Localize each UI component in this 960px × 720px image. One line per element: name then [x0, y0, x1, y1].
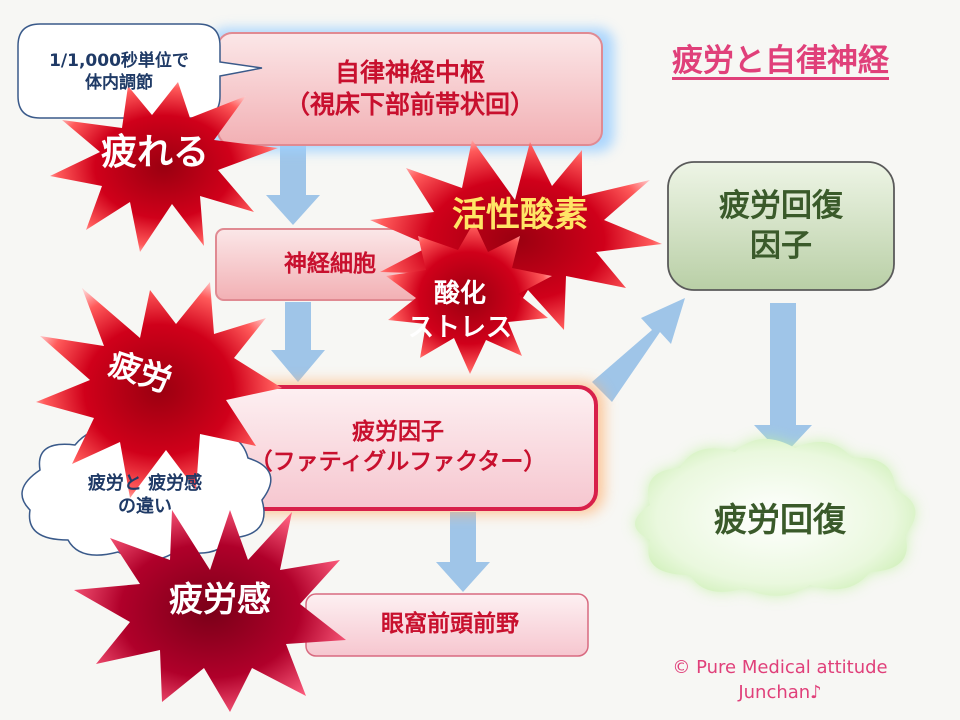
arrow-center-to-nerve [266, 145, 320, 225]
arrow-nerve-to-factor [271, 302, 325, 382]
burst-tired [50, 82, 278, 252]
speech-bubble-label: 1/1,000秒単位で 体内調節 [18, 30, 220, 114]
orbitofrontal-label: 眼窩前頭前野 [381, 611, 519, 638]
autonomic-center-line1: 自律神経中枢 [334, 57, 485, 87]
recovery-factor-line2: 因子 [750, 228, 812, 264]
fatigue-factor-label: 疲労因子 （ファティグルファクター） [200, 387, 596, 509]
diagram-title: 疲労と自律神経 [672, 42, 889, 79]
burst-oxidative-stress [386, 222, 552, 374]
arrow-factor-to-recovery-factor [592, 298, 685, 402]
fatigue-factor-line2: （ファティグルファクター） [249, 449, 547, 475]
arrow-recovery-factor-to-recovery [754, 303, 812, 456]
autonomic-center-line2: （視床下部前帯状回） [284, 90, 535, 119]
autonomic-center-label: 自律神経中枢 （視床下部前帯状回） [218, 33, 602, 145]
burst-fatigue-sense [74, 510, 346, 712]
recovery-label: 疲労回復 [714, 499, 846, 539]
recovery-factor-line1: 疲労回復 [719, 187, 843, 224]
arrow-factor-to-ofc [436, 512, 490, 592]
nerve-cells-label: 神経細胞 [284, 250, 376, 277]
credit-line1: © Pure Medical attitude [672, 657, 888, 678]
burst-oxidative-stress-label: 酸化 ストレス [385, 272, 535, 352]
fatigue-factor-line1: 疲労因子 [352, 419, 444, 446]
burst-fatigue [36, 282, 282, 498]
burst-active-oxygen-label: 活性酸素 [452, 194, 588, 235]
recovery-cloud [635, 438, 916, 596]
thought-cloud-label: 疲労と 疲労感 の違い [40, 458, 250, 532]
cloud-line2: の違い [118, 496, 172, 517]
burst-tired-label: 疲れる [100, 131, 209, 173]
recovery-factor-label: 疲労回復 因子 [668, 162, 894, 290]
speech-line1: 1/1,000秒単位で [49, 50, 189, 71]
burst-fatigue-sense-label: 疲労感 [169, 579, 271, 620]
oxidative-stress-line1: 酸化 [433, 279, 486, 310]
recovery-factor-box [667, 161, 895, 291]
credit: © Pure Medical attitude Junchan♪ [640, 655, 920, 705]
cloud-line1: 疲労と 疲労感 [87, 472, 203, 494]
credit-line2: Junchan♪ [738, 682, 822, 704]
speech-line2: 体内調節 [85, 73, 153, 93]
oxidative-stress-line2: ストレス [407, 313, 512, 343]
